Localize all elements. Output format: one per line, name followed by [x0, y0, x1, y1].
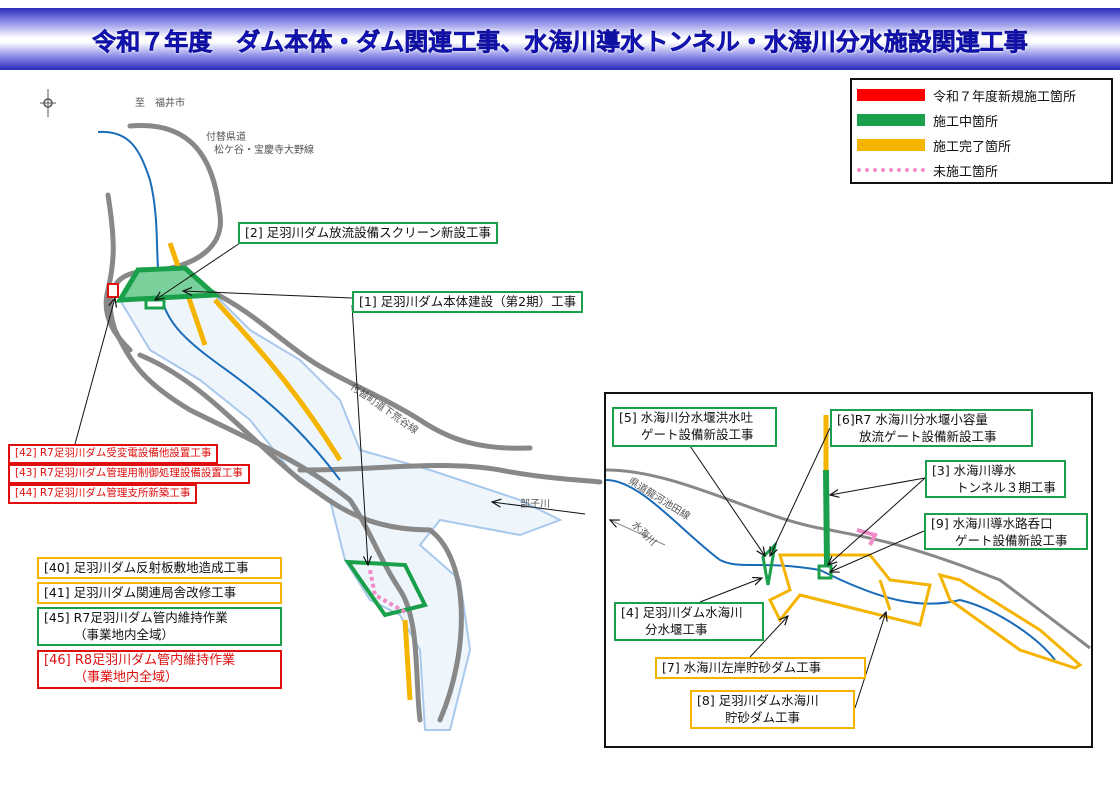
label-project-5: [5] 水海川分水堰洪水吐ゲート設備新設工事	[612, 407, 777, 447]
legend-label: 令和７年度新規施工箇所	[933, 89, 1077, 105]
unbuilt-section	[368, 569, 406, 614]
legend-label: 未施工箇所	[933, 164, 999, 180]
legend-swatch-green	[857, 114, 925, 126]
inset-map	[605, 415, 1091, 670]
legend-item-completed: 施工完了箇所	[857, 135, 1011, 155]
legend-label: 施工中箇所	[933, 114, 999, 130]
dam-body-area	[115, 265, 222, 303]
label-project-40: [40] 足羽川ダム反射板敷地造成工事	[37, 557, 282, 579]
roads	[103, 123, 603, 723]
label-project-7: [7] 水海川左岸貯砂ダム工事	[655, 657, 866, 679]
legend-swatch-yellow	[857, 139, 925, 151]
completed-section	[402, 619, 413, 701]
label-project-43: [43] R7足羽川ダム管理用制御処理設備設置工事	[8, 464, 250, 484]
legend-label: 施工完了箇所	[933, 139, 1012, 155]
title-banner: 令和７年度 ダム本体・ダム関連工事、水海川導水トンネル・水海川分水施設関連工事	[0, 8, 1120, 70]
leader-lines	[74, 242, 586, 565]
legend-swatch-pink-dotted	[857, 168, 925, 172]
legend-swatch-red	[857, 89, 925, 101]
label-project-44: [44] R7足羽川ダム管理支所新築工事	[8, 484, 198, 504]
label-project-9: [9] 水海川導水路呑口ゲート設備新設工事	[924, 513, 1088, 550]
inset-leader-lines	[689, 427, 926, 709]
legend-item-in-progress: 施工中箇所	[857, 110, 998, 130]
label-project-45: [45] R7足羽川ダム管内維持作業（事業地内全域）	[37, 607, 282, 646]
legend-item-not-started: 未施工箇所	[857, 160, 998, 180]
map-text-road-1b: 松ケ谷・宝慶寺大野線	[214, 145, 314, 156]
map-text-to-city: 至 福井市	[135, 98, 185, 109]
legend: 令和７年度新規施工箇所 施工中箇所 施工完了箇所 未施工箇所	[850, 78, 1113, 184]
label-project-42: [42] R7足羽川ダム受変電設備他設置工事	[8, 444, 219, 464]
label-project-1: [1] 足羽川ダム本体建設（第2期）工事	[352, 291, 584, 313]
legend-item-new: 令和７年度新規施工箇所	[857, 85, 1076, 105]
map-text-river: 部子川	[520, 499, 550, 510]
map-text-road-1: 付替県道	[206, 132, 246, 143]
reflector-site	[344, 559, 428, 618]
label-project-46: [46] R8足羽川ダム管内維持作業（事業地内全域）	[37, 650, 282, 689]
screen-facility	[144, 298, 166, 310]
label-project-2: [2] 足羽川ダム放流設備スクリーン新設工事	[238, 222, 499, 244]
label-project-6: [6]R7 水海川分水堰小容量放流ゲート設備新設工事	[830, 409, 1033, 447]
new-facility	[107, 283, 119, 298]
label-project-3: [3] 水海川導水トンネル３期工事	[925, 460, 1066, 498]
page-title: 令和７年度 ダム本体・ダム関連工事、水海川導水トンネル・水海川分水施設関連工事	[92, 28, 1028, 57]
label-project-41: [41] 足羽川ダム関連局舎改修工事	[37, 582, 282, 604]
compass-icon	[40, 89, 56, 117]
label-project-4: [4] 足羽川ダム水海川分水堰工事	[614, 602, 764, 641]
inset-map-frame	[604, 392, 1093, 748]
label-project-8: [8] 足羽川ダム水海川貯砂ダム工事	[690, 690, 855, 729]
completed-section	[213, 298, 343, 462]
